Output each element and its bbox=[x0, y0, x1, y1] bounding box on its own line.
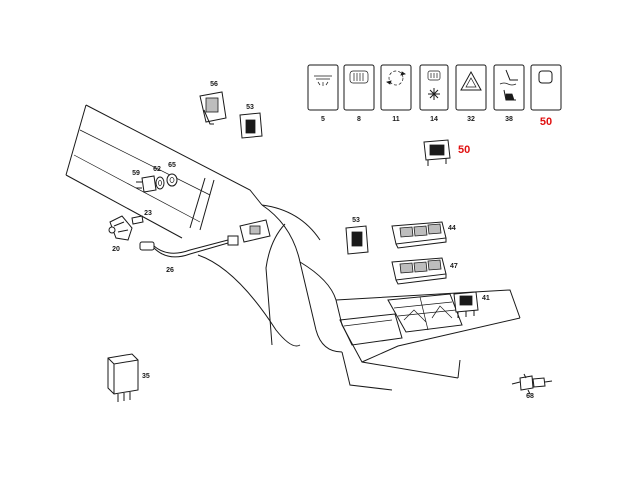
callout-47: 47 bbox=[450, 263, 458, 270]
callout-59: 59 bbox=[132, 170, 140, 177]
callout-62: 62 bbox=[153, 166, 161, 173]
part-68-connector[interactable]: 68 bbox=[511, 373, 553, 400]
callout-26: 26 bbox=[166, 267, 174, 274]
callout-41: 41 bbox=[482, 295, 490, 302]
callout-35: 35 bbox=[142, 373, 150, 380]
switch-32[interactable]: 32 bbox=[455, 64, 487, 123]
part-41-switch[interactable]: 41 bbox=[453, 291, 490, 318]
callout-20: 20 bbox=[112, 246, 120, 253]
part-56-switch[interactable]: 56 bbox=[199, 81, 227, 125]
switch-38[interactable]: 38 bbox=[493, 64, 525, 123]
callout-23: 23 bbox=[144, 210, 152, 217]
part-53-upper-switch[interactable]: 53 bbox=[239, 104, 263, 139]
switch-5[interactable]: 5 bbox=[307, 64, 339, 123]
heated-seat-icon bbox=[499, 69, 518, 101]
callout-44: 44 bbox=[448, 225, 456, 232]
switch-50[interactable]: 50 bbox=[530, 64, 562, 128]
callout-11: 11 bbox=[392, 116, 400, 123]
callout-32: 32 bbox=[467, 116, 475, 123]
part-20-lamp-holder[interactable]: 20 bbox=[108, 215, 133, 253]
callout-14: 14 bbox=[430, 116, 438, 123]
callout-8: 8 bbox=[357, 116, 361, 123]
callout-50b: 50 bbox=[458, 144, 470, 156]
callout-56: 56 bbox=[210, 81, 218, 88]
snowflake-ac-icon bbox=[427, 70, 441, 100]
callout-53a: 53 bbox=[246, 104, 254, 111]
callout-5: 5 bbox=[321, 116, 325, 123]
part-26-cable[interactable]: 26 bbox=[139, 219, 271, 274]
switch-11[interactable]: 11 bbox=[380, 64, 412, 123]
part-47-window-switch-block[interactable]: 47 bbox=[391, 257, 458, 285]
callout-65: 65 bbox=[168, 162, 176, 169]
part-65-nut[interactable]: 65 bbox=[166, 162, 178, 187]
recirculation-icon bbox=[386, 70, 406, 86]
dashboard-outline bbox=[65, 104, 521, 391]
interior-light-icon bbox=[314, 75, 332, 86]
part-62-washer[interactable]: 62 bbox=[153, 166, 165, 190]
hazard-triangle-icon bbox=[460, 70, 482, 91]
blank-switch-icon bbox=[538, 70, 553, 84]
switch-14[interactable]: 14 bbox=[419, 64, 449, 123]
part-53-lower-switch[interactable]: 53 bbox=[345, 217, 369, 255]
callout-53b: 53 bbox=[352, 217, 360, 224]
callout-50-red: 50 bbox=[540, 116, 552, 128]
switch-row: 5 8 11 bbox=[307, 64, 562, 128]
rear-defrost-icon bbox=[349, 70, 369, 84]
part-44-window-switch-block[interactable]: 44 bbox=[391, 221, 456, 249]
part-23-bulb[interactable]: 23 bbox=[131, 210, 152, 225]
switch-8[interactable]: 8 bbox=[343, 64, 375, 123]
callout-68: 68 bbox=[526, 393, 534, 400]
part-50-switch[interactable]: 50 bbox=[423, 139, 470, 166]
part-35-relay[interactable]: 35 bbox=[107, 353, 150, 402]
callout-38: 38 bbox=[505, 116, 513, 123]
